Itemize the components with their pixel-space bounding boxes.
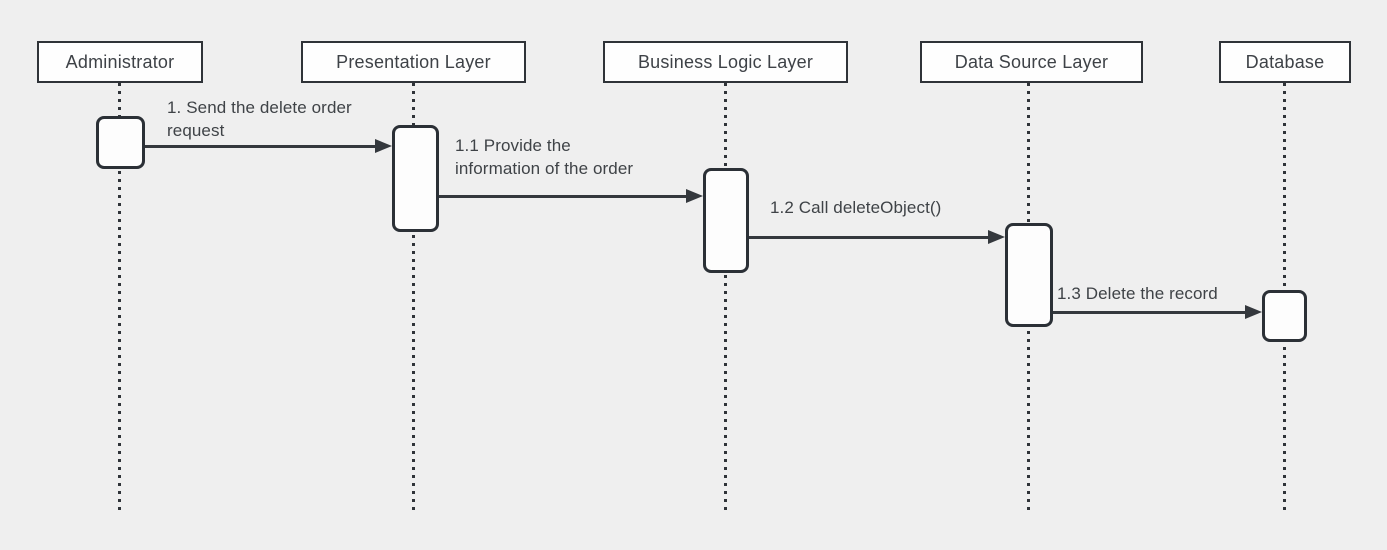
- participant-label: Administrator: [65, 51, 175, 72]
- message-arrow-1-3-line: [1053, 311, 1247, 314]
- message-arrow-1-3-arrowhead-icon: [1245, 305, 1262, 319]
- message-arrow-1-2-line: [749, 236, 990, 239]
- message-label-1-1: 1.1 Provide the information of the order: [455, 136, 634, 178]
- message-label-1-3: 1.3 Delete the record: [1057, 284, 1218, 303]
- message-arrow-1-1-line: [439, 195, 689, 198]
- participant-business-logic-layer: Business Logic Layer: [603, 41, 848, 83]
- activation-database: [1262, 290, 1307, 342]
- lifeline-presentation-layer: [412, 83, 415, 510]
- message-label-1-2: 1.2 Call deleteObject(): [770, 198, 942, 217]
- message-arrow-1-2-arrowhead-icon: [988, 230, 1005, 244]
- participant-label: Presentation Layer: [336, 51, 491, 72]
- participant-data-source-layer: Data Source Layer: [920, 41, 1143, 83]
- participant-presentation-layer: Presentation Layer: [301, 41, 526, 83]
- activation-presentation-layer: [392, 125, 439, 232]
- participant-database: Database: [1219, 41, 1351, 83]
- activation-business-logic-layer: [703, 168, 749, 273]
- activation-data-source-layer: [1005, 223, 1053, 327]
- message-arrow-1-line: [145, 145, 377, 148]
- participant-label: Database: [1245, 51, 1325, 72]
- message-label-1: 1. Send the delete order request: [167, 98, 352, 140]
- lifeline-business-logic-layer: [724, 83, 727, 510]
- activation-administrator: [96, 116, 145, 169]
- lifeline-administrator: [118, 83, 121, 510]
- participant-administrator: Administrator: [37, 41, 203, 83]
- message-arrow-1-arrowhead-icon: [375, 139, 392, 153]
- participant-label: Business Logic Layer: [637, 51, 814, 72]
- participant-label: Data Source Layer: [954, 51, 1109, 72]
- message-arrow-1-1-arrowhead-icon: [686, 189, 703, 203]
